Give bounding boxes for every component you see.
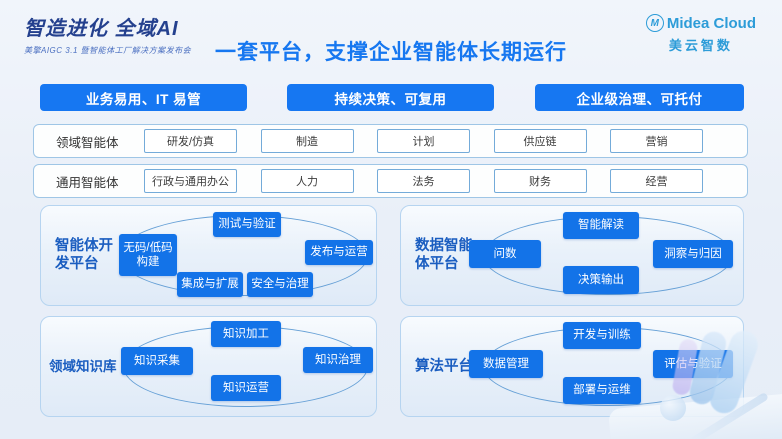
platform-node-evaluation: 评估与验证 — [653, 350, 733, 378]
platform-label: 数据智能体平台 — [415, 237, 473, 273]
value-pill-governance: 企业级治理、可托付 — [535, 84, 744, 111]
value-pill-business: 业务易用、IT 易管 — [40, 84, 247, 111]
brand-block: 智造进化 全域AI 美擎AIGC 3.1 暨智能体工厂解决方案发布会 — [24, 12, 191, 56]
platform-node-processing: 知识加工 — [211, 321, 281, 347]
platform-card-knowledge: 领域知识库 知识加工 知识采集 知识治理 知识运营 — [40, 316, 377, 417]
platform-node-operation: 知识运营 — [211, 375, 281, 401]
platform-node-release: 发布与运营 — [305, 240, 373, 265]
midea-logo-text: Midea Cloud — [666, 14, 756, 32]
platform-node-collection: 知识采集 — [121, 347, 193, 375]
agent-item: 行政与通用办公 — [144, 169, 237, 193]
agent-row-general: 通用智能体 行政与通用办公 人力 法务 财务 经营 — [33, 164, 748, 198]
agent-item: 营销 — [610, 129, 703, 153]
platform-node-test: 测试与验证 — [213, 212, 281, 237]
agent-item: 计划 — [377, 129, 470, 153]
platform-label: 算法平台 — [415, 358, 473, 375]
platform-label: 领域知识库 — [49, 358, 117, 374]
platform-node-integration: 集成与扩展 — [177, 272, 243, 297]
agent-item: 供应链 — [493, 129, 587, 153]
agent-item: 研发/仿真 — [144, 129, 237, 153]
platform-node-security: 安全与治理 — [247, 272, 313, 297]
agent-item: 法务 — [377, 169, 470, 193]
agent-items: 研发/仿真 制造 计划 供应链 营销 — [144, 129, 747, 153]
value-pill-decision: 持续决策、可复用 — [287, 84, 494, 111]
midea-logo-icon: M — [645, 14, 664, 32]
agent-item: 财务 — [493, 169, 587, 193]
midea-logo-cn: 美云智数 — [668, 38, 733, 53]
platform-node-insight: 洞察与归因 — [653, 240, 733, 268]
agent-row-label: 通用智能体 — [56, 175, 119, 190]
platform-node-query: 问数 — [469, 240, 541, 268]
agent-item: 制造 — [260, 129, 354, 153]
page-title: 一套平台，支撑企业智能体长期运行 — [215, 41, 567, 64]
platform-node-governance: 知识治理 — [303, 347, 373, 373]
platform-card-data-agent: 数据智能体平台 智能解读 问数 洞察与归因 决策输出 — [400, 205, 744, 306]
platform-node-training: 开发与训练 — [563, 322, 641, 349]
platform-card-algorithm: 算法平台 开发与训练 数据管理 评估与验证 部署与运维 — [400, 316, 744, 417]
agent-row-domain: 领域智能体 研发/仿真 制造 计划 供应链 营销 — [33, 124, 748, 158]
agent-items: 行政与通用办公 人力 法务 财务 经营 — [144, 169, 747, 193]
platform-node-datamgmt: 数据管理 — [469, 350, 543, 378]
midea-cloud-logo: M Midea Cloud 美云智数 — [645, 14, 756, 54]
platform-card-agent-dev: 智能体开发平台 测试与验证 无码/低码构建 发布与运营 集成与扩展 安全与治理 — [40, 205, 377, 306]
platform-node-interpret: 智能解读 — [563, 212, 639, 239]
platform-label: 智能体开发平台 — [55, 237, 113, 273]
platform-node-decision: 决策输出 — [563, 266, 639, 294]
agent-item: 经营 — [610, 169, 703, 193]
agent-item: 人力 — [260, 169, 354, 193]
agent-row-label: 领域智能体 — [56, 135, 119, 150]
platform-node-lowcode: 无码/低码构建 — [119, 234, 177, 276]
brand-title: 智造进化 全域AI — [24, 18, 179, 40]
brand-subtitle: 美擎AIGC 3.1 暨智能体工厂解决方案发布会 — [24, 46, 192, 55]
platform-node-deployment: 部署与运维 — [563, 377, 641, 404]
